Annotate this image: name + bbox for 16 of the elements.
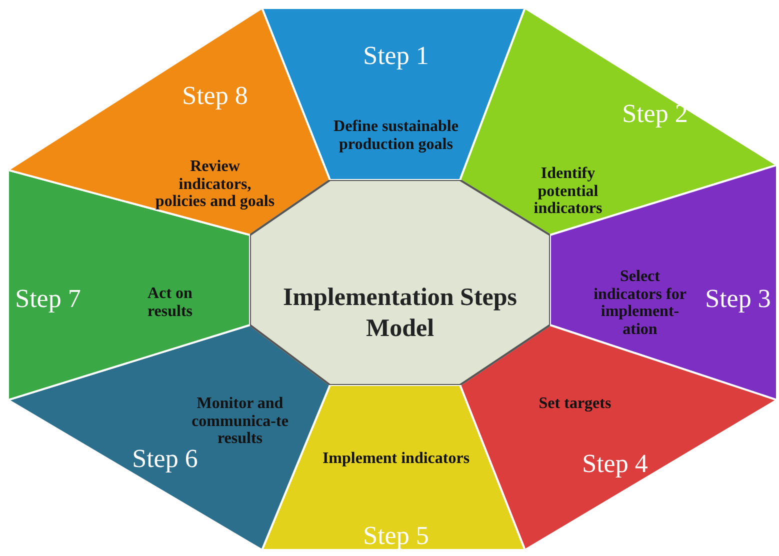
step-label: Step 7 [14,285,82,314]
step-description: Set targets [538,395,612,413]
title-text: Implementation Steps Model [282,283,518,344]
step-description: Define sustainable production goals [332,118,460,154]
step-description: Implement indicators [321,450,471,468]
step-description: Monitor and communica-te results [190,395,290,448]
step-label: Step 1 [362,42,430,71]
step-label: Step 6 [131,445,199,474]
step-description: Select indicators for implement-ation [592,268,688,338]
step-description: Act on results [146,285,194,320]
step-label: Step 3 [704,285,772,314]
step-description: Review indicators, policies and goals [155,158,275,211]
step-label: Step 4 [581,450,649,479]
step-description: Identify potential indicators [532,165,604,218]
step-label: Step 8 [181,82,249,111]
step-label: Step 5 [362,522,430,551]
